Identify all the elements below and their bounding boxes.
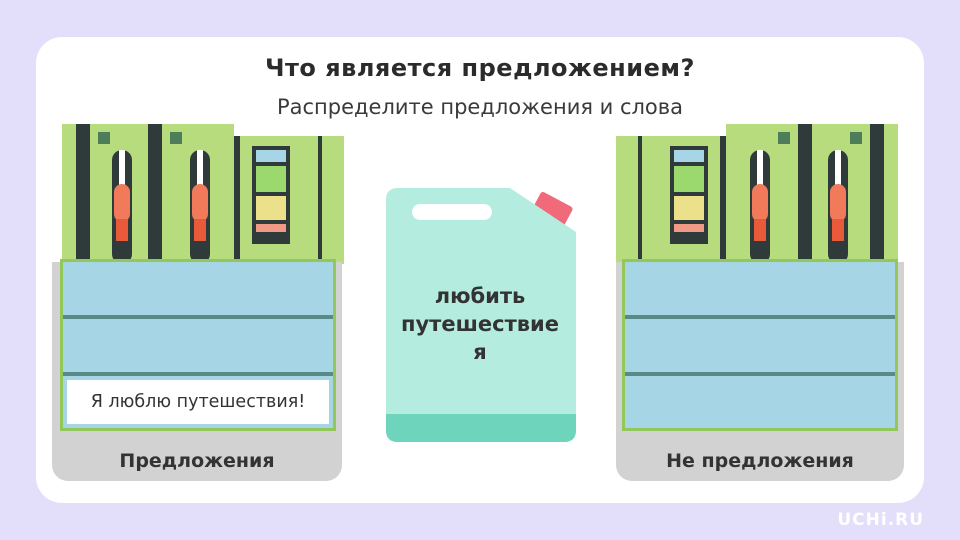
right-slot-2[interactable] xyxy=(625,319,895,372)
canister-line: путешествие xyxy=(400,312,560,336)
slot-divider xyxy=(63,315,333,319)
left-slot-3[interactable]: Я люблю путешествия! xyxy=(63,376,333,428)
right-drop-zone[interactable] xyxy=(622,259,898,431)
left-slot-2[interactable] xyxy=(63,319,333,372)
word-canister[interactable]: любить путешествие я xyxy=(382,282,578,366)
fuel-pump-left-icon xyxy=(62,124,344,264)
slot-divider xyxy=(625,372,895,376)
page-subtitle: Распределите предложения и слова xyxy=(276,95,684,119)
right-slot-1[interactable] xyxy=(625,262,895,315)
slot-divider xyxy=(625,315,895,319)
sentence-card[interactable]: Я люблю путешествия! xyxy=(67,380,329,424)
page-title: Что является предложением? xyxy=(265,54,695,82)
right-station-label: Не предложения xyxy=(666,450,854,472)
fuel-pump-right-icon xyxy=(616,124,898,264)
canister-line: я xyxy=(473,340,487,364)
slot-divider xyxy=(63,372,333,376)
left-slot-1[interactable] xyxy=(63,262,333,315)
canister-line: любить xyxy=(434,284,526,308)
brand-logo: UCHi.RU xyxy=(837,510,924,530)
right-slot-3[interactable] xyxy=(625,376,895,428)
left-station-label: Предложения xyxy=(119,450,275,472)
left-drop-zone[interactable]: Я люблю путешествия! xyxy=(60,259,336,431)
canister-icon xyxy=(386,188,576,442)
